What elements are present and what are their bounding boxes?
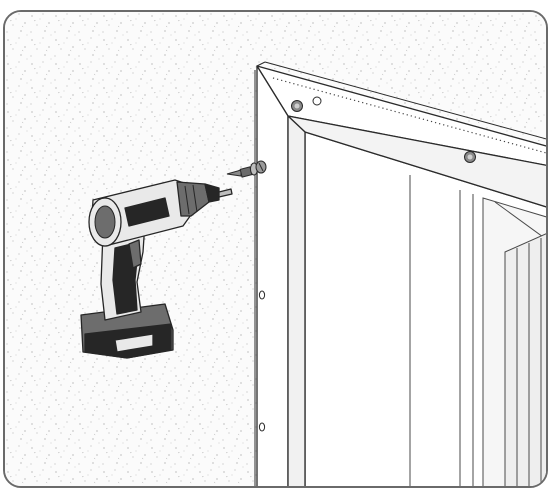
drill-chuck-nose — [204, 183, 220, 203]
drill-bit — [218, 188, 233, 198]
screw-hole-top-small — [312, 96, 322, 106]
cordless-drill — [80, 179, 233, 359]
door-panel — [409, 175, 546, 486]
frame-screw-holes — [258, 96, 476, 432]
drill-body-stripe — [124, 197, 170, 227]
illustration-panel — [3, 10, 548, 488]
frame-left-jamb-inner — [287, 115, 306, 486]
frame-rail-groove — [272, 77, 546, 154]
drill-chuck — [176, 181, 210, 217]
installation-illustration — [5, 12, 546, 486]
screw-hole-jamb-2 — [258, 422, 266, 432]
drill-trigger — [128, 239, 142, 269]
drill-battery-label — [114, 333, 154, 353]
screw — [226, 160, 267, 178]
screw-hole-jamb-1 — [258, 290, 266, 300]
